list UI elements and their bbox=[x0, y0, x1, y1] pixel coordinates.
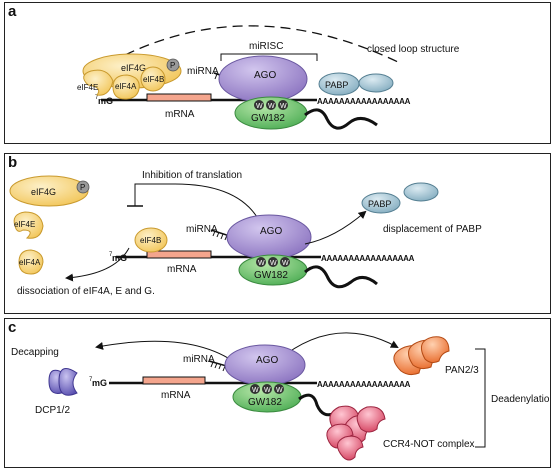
mrna-label: mRNA bbox=[165, 109, 195, 120]
panel-label: b bbox=[8, 154, 18, 171]
eif4g-label: eIF4G bbox=[31, 187, 56, 197]
phospho-label: P bbox=[170, 61, 175, 70]
cap-label: mG bbox=[98, 96, 113, 106]
pabp-partner bbox=[403, 182, 439, 202]
panel-b: b eIF4G P eIF4E eIF4 bbox=[4, 153, 551, 314]
svg-text:W: W bbox=[268, 103, 275, 110]
mirisc-bracket bbox=[220, 53, 318, 61]
pan-label: PAN2/3 bbox=[445, 365, 479, 376]
svg-text:W: W bbox=[252, 387, 259, 394]
cap-label: mG bbox=[112, 253, 127, 263]
inhibition-label: Inhibition of translation bbox=[142, 170, 242, 181]
eif4b-blob bbox=[140, 66, 166, 92]
ago-label: AGO bbox=[260, 226, 282, 237]
mirna-label: miRNA bbox=[187, 66, 219, 77]
eif4e-blob bbox=[83, 69, 114, 96]
ago-label: AGO bbox=[254, 70, 276, 81]
panel-a: a closed loop structure miRISC bbox=[4, 2, 551, 144]
displacement-label: displacement of PABP bbox=[383, 224, 482, 235]
dcp-complex bbox=[48, 368, 78, 396]
eif4a-blob bbox=[18, 249, 44, 275]
panel-c-diagram: Decapping DCP1/2 7 mG mRNA miRNA AGO GW1… bbox=[11, 332, 550, 461]
eif4a-blob bbox=[112, 74, 140, 100]
eif4e-blob bbox=[13, 211, 44, 239]
closed-loop-arc bbox=[124, 25, 401, 64]
decapping-label: Decapping bbox=[11, 347, 59, 358]
gw182-label: GW182 bbox=[251, 113, 285, 124]
pan-complex bbox=[393, 336, 450, 376]
eif4b-label: eIF4B bbox=[140, 236, 161, 245]
panel-label: a bbox=[8, 3, 17, 20]
polya-tail: AAAAAAAAAAAAAAAAA bbox=[317, 380, 411, 389]
phospho-icon bbox=[166, 58, 180, 72]
svg-text:W: W bbox=[276, 387, 283, 394]
polya-tail: AAAAAAAAAAAAAAAAA bbox=[321, 254, 415, 263]
ccr4-label: CCR4-NOT complex bbox=[383, 439, 475, 450]
ago-blob bbox=[226, 214, 312, 260]
svg-text:W: W bbox=[282, 260, 289, 267]
dissociation-arrow bbox=[65, 247, 130, 282]
phospho-label: P bbox=[80, 183, 85, 192]
cap-sup: 7 bbox=[109, 252, 113, 258]
www-motif: W W W bbox=[256, 257, 290, 267]
mirisc-label: miRISC bbox=[249, 41, 283, 52]
gw182-tail bbox=[298, 393, 336, 417]
pabp-partner bbox=[358, 73, 394, 93]
eif4e-label: eIF4E bbox=[77, 83, 98, 92]
pabp-label: PABP bbox=[325, 80, 348, 90]
mrna-box bbox=[146, 93, 212, 102]
www-motif: W W W bbox=[254, 100, 288, 110]
closed-loop-label: closed loop structure bbox=[367, 44, 460, 55]
www-motif: W W W bbox=[250, 384, 284, 394]
cap-label: mG bbox=[92, 378, 107, 388]
displacement-arrow bbox=[304, 210, 367, 245]
svg-text:W: W bbox=[258, 260, 265, 267]
eif4g-blob bbox=[9, 175, 89, 207]
mrna-box bbox=[142, 376, 206, 385]
panel-label: c bbox=[8, 319, 17, 336]
polya-tail: AAAAAAAAAAAAAAAAA bbox=[317, 97, 411, 106]
dcp-label: DCP1/2 bbox=[35, 405, 70, 416]
eif4a-label: eIF4A bbox=[115, 82, 137, 91]
panel-c: c Decapping bbox=[4, 318, 551, 468]
mrna-box bbox=[146, 250, 212, 259]
svg-text:W: W bbox=[280, 103, 287, 110]
svg-text:W: W bbox=[270, 260, 277, 267]
decapping-arrow bbox=[95, 340, 242, 368]
eif4b-label: eIF4B bbox=[143, 75, 164, 84]
eif4b-blob bbox=[134, 227, 168, 253]
svg-text:W: W bbox=[264, 387, 271, 394]
mrna-label: mRNA bbox=[167, 264, 197, 275]
gw182-label: GW182 bbox=[248, 397, 282, 408]
eif4e-label: eIF4E bbox=[14, 220, 35, 229]
mirna-label: miRNA bbox=[183, 354, 215, 365]
phospho-icon bbox=[76, 180, 90, 194]
gw182-tail bbox=[304, 265, 378, 289]
eif4g-label: eIF4G bbox=[121, 63, 146, 73]
cap-sup: 7 bbox=[95, 95, 99, 101]
mirna-label: miRNA bbox=[186, 224, 218, 235]
panel-b-diagram: eIF4G P eIF4E eIF4A Inhibition of transl… bbox=[9, 170, 482, 297]
deadenylation-label: Deadenylation bbox=[491, 394, 550, 405]
mrna-label: mRNA bbox=[161, 390, 191, 401]
ago-label: AGO bbox=[256, 355, 278, 366]
deadenylation-bracket bbox=[475, 348, 486, 448]
svg-text:W: W bbox=[256, 103, 263, 110]
eif4a-label: eIF4A bbox=[19, 258, 41, 267]
pabp-blob bbox=[361, 192, 401, 214]
dissociation-label: dissociation of eIF4A, E and G. bbox=[17, 286, 155, 297]
gw182-label: GW182 bbox=[254, 270, 288, 281]
panel-a-diagram: closed loop structure miRISC mRNA 7 mG e… bbox=[77, 25, 460, 130]
ccr4-not-complex bbox=[326, 405, 386, 461]
gw182-tail bbox=[304, 108, 378, 130]
cap-sup: 7 bbox=[89, 377, 93, 383]
pabp-label: PABP bbox=[368, 199, 391, 209]
